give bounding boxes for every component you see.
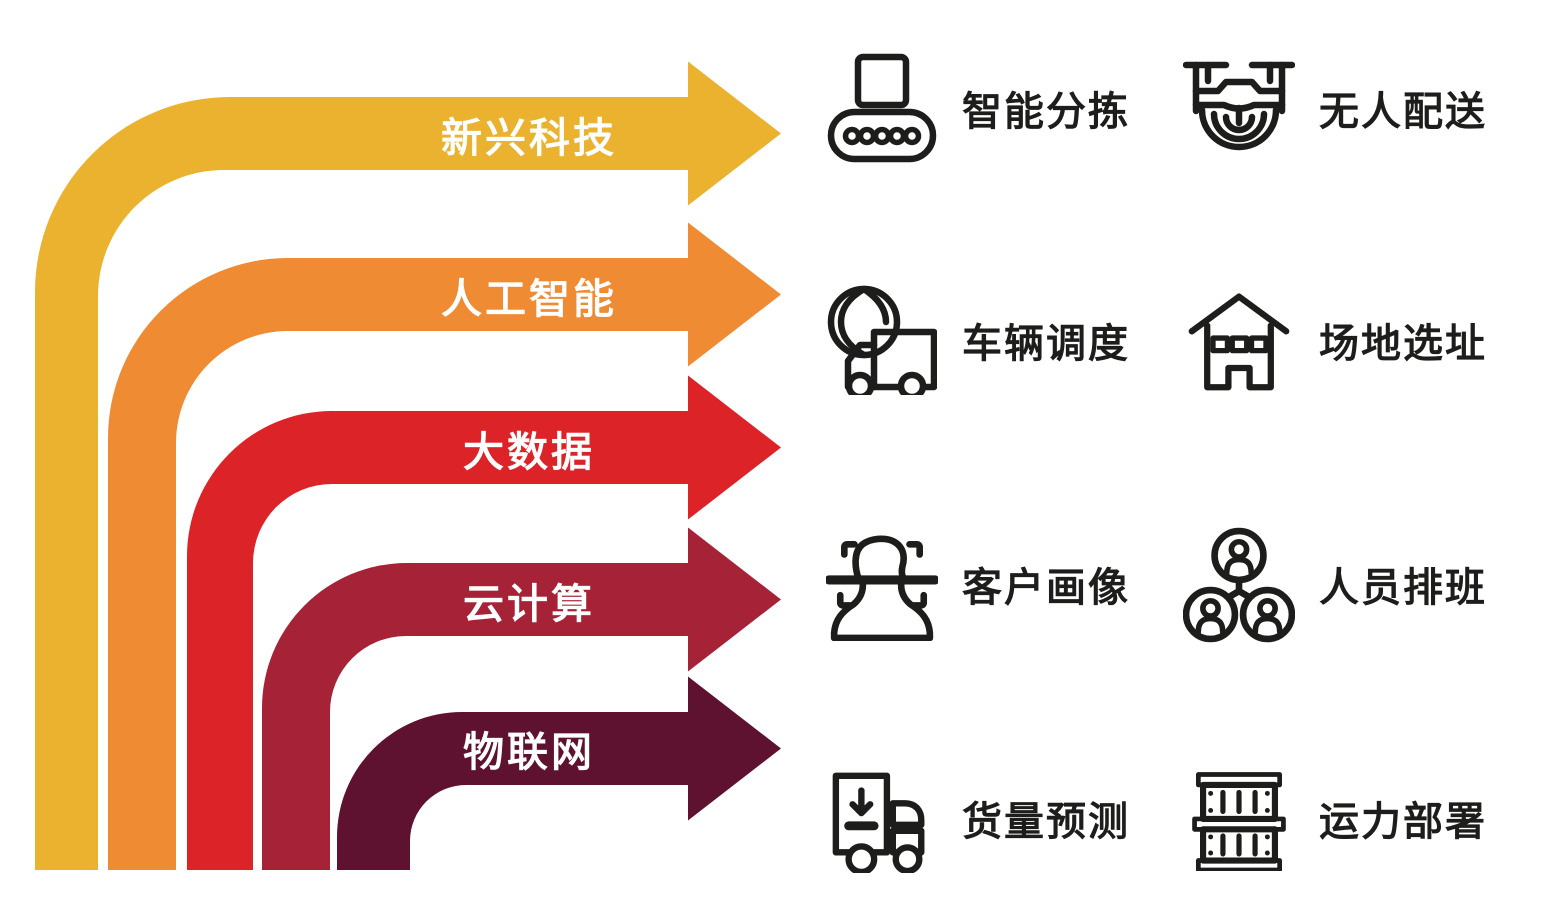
app-label-smart-sorting: 智能分拣 bbox=[962, 90, 1130, 134]
app-label-customer-profile: 客户画像 bbox=[962, 566, 1130, 610]
app-item-cargo-forecast: 货量预测 bbox=[826, 761, 1130, 875]
arrow-shape-big-data bbox=[187, 375, 781, 870]
arrow-shape-ai bbox=[108, 222, 781, 870]
arrow-label-ai: 人工智能 bbox=[441, 276, 617, 322]
app-item-staff-scheduling: 人员排班 bbox=[1183, 527, 1487, 643]
delivery-drone-icon bbox=[1183, 51, 1295, 165]
app-item-site-selection: 场地选址 bbox=[1183, 283, 1487, 397]
conveyor-sorter-icon bbox=[826, 51, 938, 165]
app-label-site-selection: 场地选址 bbox=[1319, 322, 1487, 366]
arrow-shape-cloud bbox=[262, 527, 781, 870]
app-item-vehicle-dispatch: 车辆调度 bbox=[826, 283, 1130, 397]
arrow-label-big-data: 大数据 bbox=[463, 429, 595, 475]
capacity-deployment-icon bbox=[1183, 761, 1295, 875]
app-item-drone-delivery: 无人配送 bbox=[1183, 51, 1487, 165]
app-label-vehicle-dispatch: 车辆调度 bbox=[962, 322, 1130, 366]
arrow-shape-emerging-tech bbox=[35, 61, 781, 870]
arrow-shape-iot bbox=[337, 676, 781, 870]
vehicle-dispatch-icon bbox=[826, 283, 938, 397]
app-label-staff-scheduling: 人员排班 bbox=[1319, 566, 1487, 610]
app-label-capacity-deployment: 运力部署 bbox=[1319, 800, 1487, 844]
arrow-label-cloud: 云计算 bbox=[463, 581, 595, 627]
app-label-cargo-forecast: 货量预测 bbox=[962, 800, 1130, 844]
curved-arrows-graphic bbox=[35, 61, 781, 870]
warehouse-site-icon bbox=[1183, 283, 1295, 397]
app-item-smart-sorting: 智能分拣 bbox=[826, 51, 1130, 165]
staff-scheduling-icon bbox=[1183, 527, 1295, 643]
app-item-customer-profile: 客户画像 bbox=[826, 527, 1130, 641]
app-label-drone-delivery: 无人配送 bbox=[1319, 90, 1487, 134]
arrow-label-emerging-tech: 新兴科技 bbox=[441, 115, 617, 161]
arrow-label-iot: 物联网 bbox=[463, 729, 595, 775]
cargo-forecast-icon bbox=[826, 761, 938, 875]
customer-profile-icon bbox=[826, 527, 938, 641]
app-item-capacity-deployment: 运力部署 bbox=[1183, 761, 1487, 875]
